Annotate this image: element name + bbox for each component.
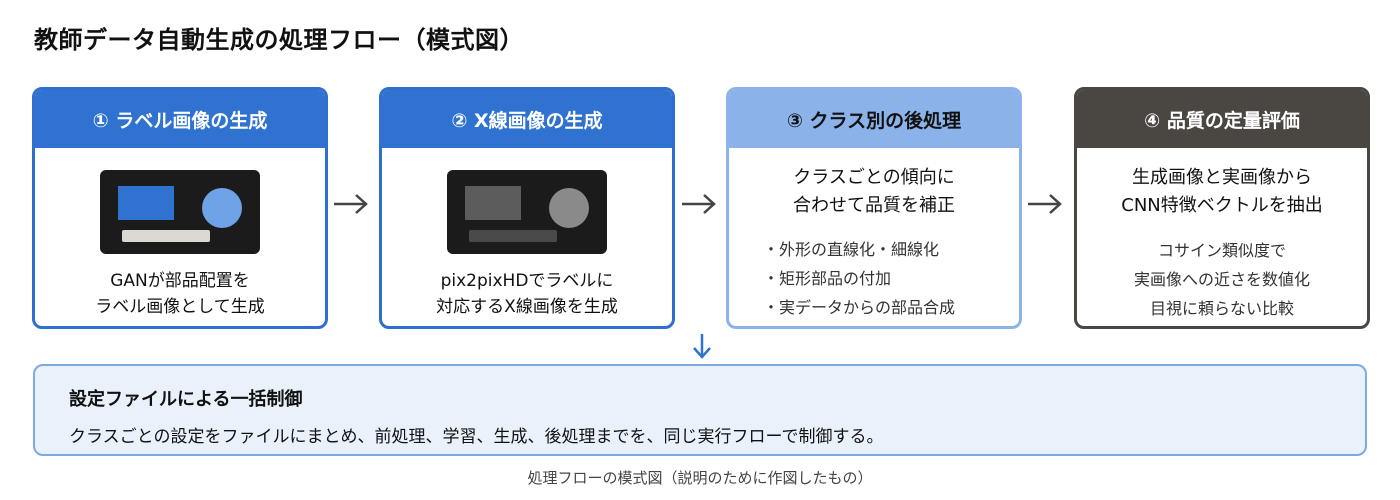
step-card-post-processing: ③ クラス別の後処理 クラスごとの傾向に 合わせて品質を補正 ・外形の直線化・細…: [726, 87, 1022, 329]
desc-line: クラスごとの傾向に: [793, 167, 955, 188]
xray-rect-shape: [465, 186, 521, 220]
step-header: ③ クラス別の後処理: [729, 90, 1019, 148]
bullet-list: ・外形の直線化・細線化 ・矩形部品の付加 ・実データからの部品合成: [763, 235, 955, 322]
step-header: ② X線画像の生成: [382, 90, 672, 148]
label-bar-shape: [122, 230, 210, 242]
arrow-down-icon: [693, 334, 711, 359]
caption-line: pix2pixHDでラベルに: [440, 271, 614, 291]
config-control-panel: 設定ファイルによる一括制御 クラスごとの設定をファイルにまとめ、前処理、学習、生…: [33, 364, 1367, 456]
bullet-item: ・外形の直線化・細線化: [763, 240, 940, 259]
arrow-right-icon: [1028, 194, 1062, 214]
label-image-thumbnail: [100, 170, 260, 254]
label-circle-shape: [202, 188, 242, 228]
step-header: ① ラベル画像の生成: [35, 90, 325, 148]
xray-bar-shape: [469, 230, 557, 242]
step-card-label-generation: ① ラベル画像の生成 GANが部品配置を ラベル画像として生成: [32, 87, 328, 329]
step-description: 生成画像と実画像から CNN特徴ベクトルを抽出: [1077, 164, 1367, 220]
label-rect-shape: [118, 186, 174, 220]
config-panel-text: クラスごとの設定をファイルにまとめ、前処理、学習、生成、後処理までを、同じ実行フ…: [69, 427, 884, 447]
bullet-item: ・矩形部品の付加: [763, 269, 892, 288]
step-card-xray-generation: ② X線画像の生成 pix2pixHDでラベルに 対応するX線画像を生成: [379, 87, 675, 329]
caption-line: ラベル画像として生成: [95, 297, 265, 317]
step-description: クラスごとの傾向に 合わせて品質を補正: [729, 164, 1019, 220]
arrow-right-icon: [334, 194, 368, 214]
desc-line: 合わせて品質を補正: [793, 195, 955, 216]
step-header: ④ 品質の定量評価: [1077, 90, 1367, 148]
figure-caption: 処理フローの模式図（説明のために作図したもの）: [527, 469, 873, 487]
desc-line: CNN特徴ベクトルを抽出: [1121, 195, 1323, 216]
bullet-item: ・実データからの部品合成: [763, 298, 956, 317]
caption-line: GANが部品配置を: [110, 271, 250, 291]
note-line: 目視に頼らない比較: [1149, 299, 1294, 318]
caption-line: 対応するX線画像を生成: [436, 297, 618, 317]
arrow-right-icon: [682, 194, 716, 214]
step-card-quality-evaluation: ④ 品質の定量評価 生成画像と実画像から CNN特徴ベクトルを抽出 コサイン類似…: [1074, 87, 1370, 329]
page-title: 教師データ自動生成の処理フロー（模式図）: [34, 26, 524, 54]
config-panel-title: 設定ファイルによる一括制御: [69, 389, 303, 410]
evaluation-notes: コサイン類似度で 実画像への近さを数値化 目視に頼らない比較: [1077, 236, 1367, 323]
note-line: コサイン類似度で: [1157, 241, 1286, 260]
note-line: 実画像への近さを数値化: [1133, 270, 1310, 289]
xray-image-thumbnail: [447, 170, 607, 254]
step-caption: pix2pixHDでラベルに 対応するX線画像を生成: [382, 268, 672, 320]
step-caption: GANが部品配置を ラベル画像として生成: [35, 268, 325, 320]
desc-line: 生成画像と実画像から: [1132, 167, 1312, 188]
xray-circle-shape: [549, 188, 589, 228]
